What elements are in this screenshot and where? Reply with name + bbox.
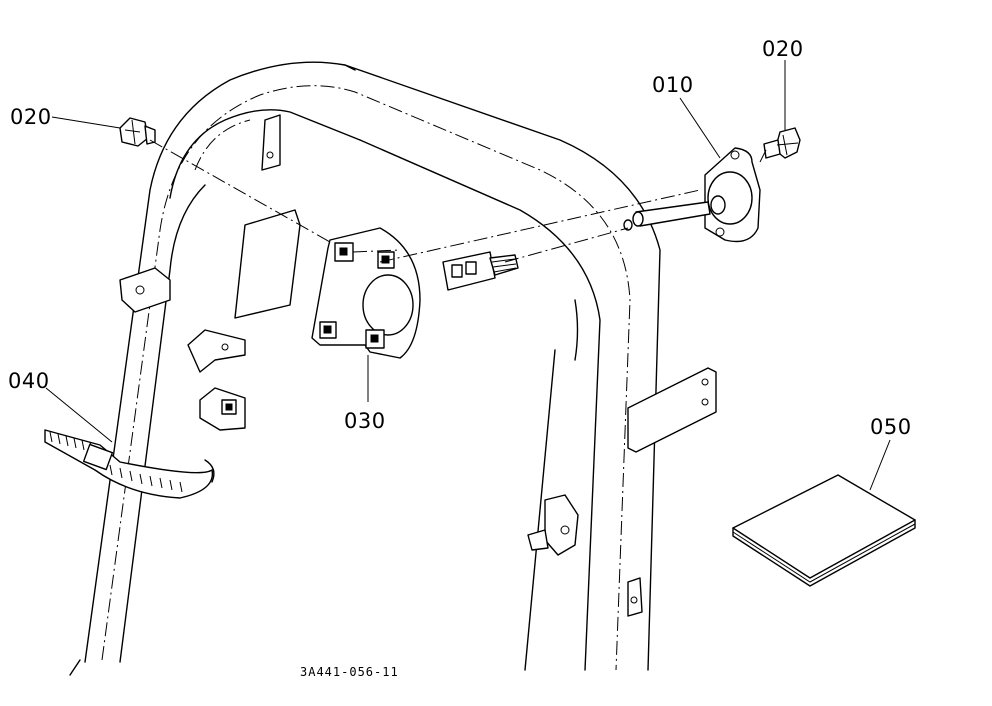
frame-brackets — [119, 114, 643, 617]
label-020-left: 020 — [10, 105, 52, 129]
assembly-lines — [149, 139, 767, 263]
rops-frame — [69, 61, 661, 676]
label-030: 030 — [344, 409, 386, 433]
side-plate — [627, 367, 717, 453]
manual-050 — [732, 474, 916, 587]
sensor-010 — [623, 147, 761, 243]
drawing-reference: 3A441-056-11 — [300, 665, 399, 679]
nut-020-left — [119, 117, 156, 147]
connector — [442, 251, 519, 291]
label-040: 040 — [8, 369, 50, 393]
bracket-030 — [311, 227, 421, 359]
label-020-right: 020 — [762, 37, 804, 61]
leader-lines — [45, 60, 891, 491]
label-010: 010 — [652, 73, 694, 97]
label-050: 050 — [870, 415, 912, 439]
cable-tie-040 — [44, 429, 215, 499]
nut-020-right — [763, 127, 801, 159]
